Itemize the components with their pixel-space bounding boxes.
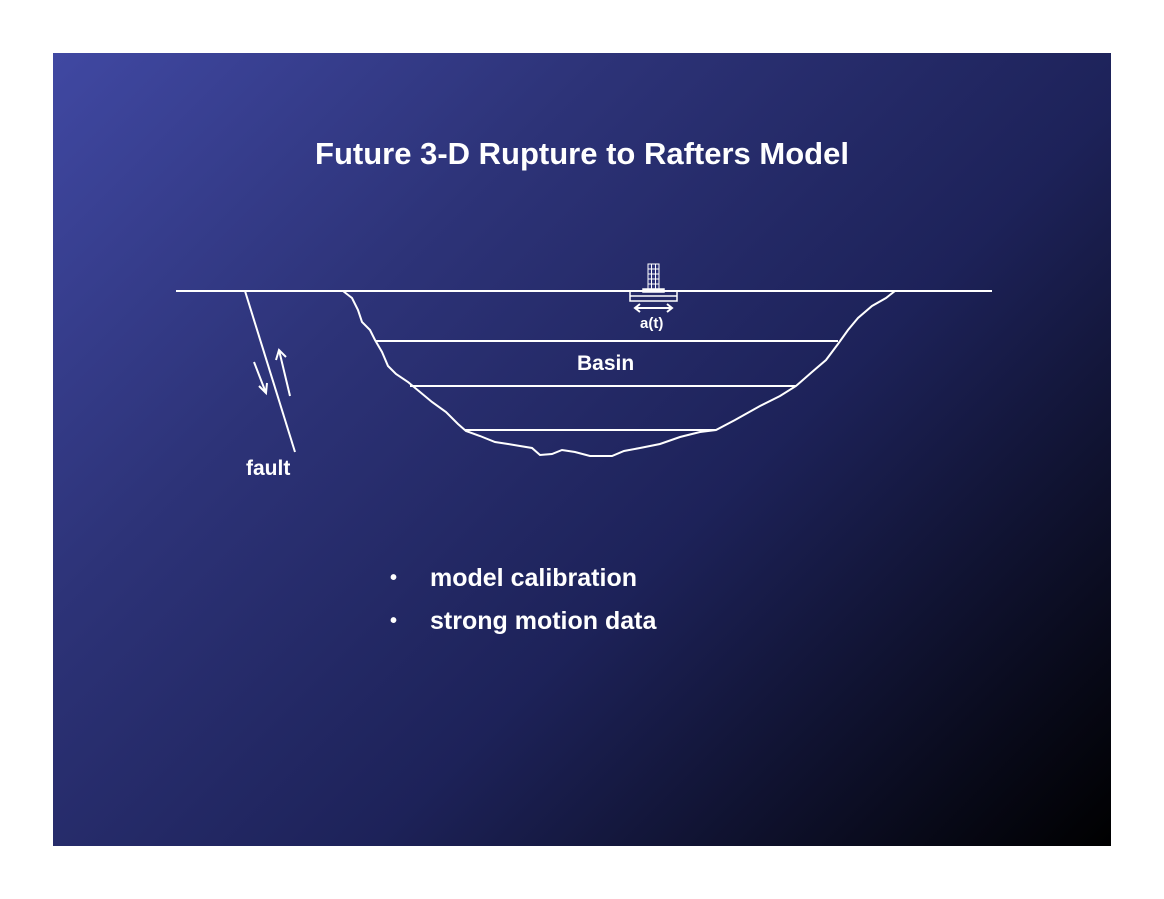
bullet-text: strong motion data [430,607,657,635]
fault-slip-arrows-icon [253,348,291,397]
foundation-icon [629,288,678,302]
bullet-item: • model calibration [390,564,656,607]
bullet-icon: • [390,567,398,589]
building-icon [647,263,660,291]
slide-title: Future 3-D Rupture to Rafters Model [0,136,1164,172]
bullet-item: • strong motion data [390,607,656,650]
bullet-list: • model calibration • strong motion data [390,564,656,650]
slide-title-text: Future 3-D Rupture to Rafters Model [315,136,849,171]
fault-line [244,290,296,453]
acceleration-label: a(t) [640,315,664,332]
basin-label: Basin [577,352,635,375]
bullet-text: model calibration [430,564,637,592]
fault-label: fault [246,457,291,480]
basin-boundary [342,290,896,457]
slide-background [53,53,1111,846]
double-arrow-icon [633,303,674,313]
bullet-icon: • [390,610,398,632]
